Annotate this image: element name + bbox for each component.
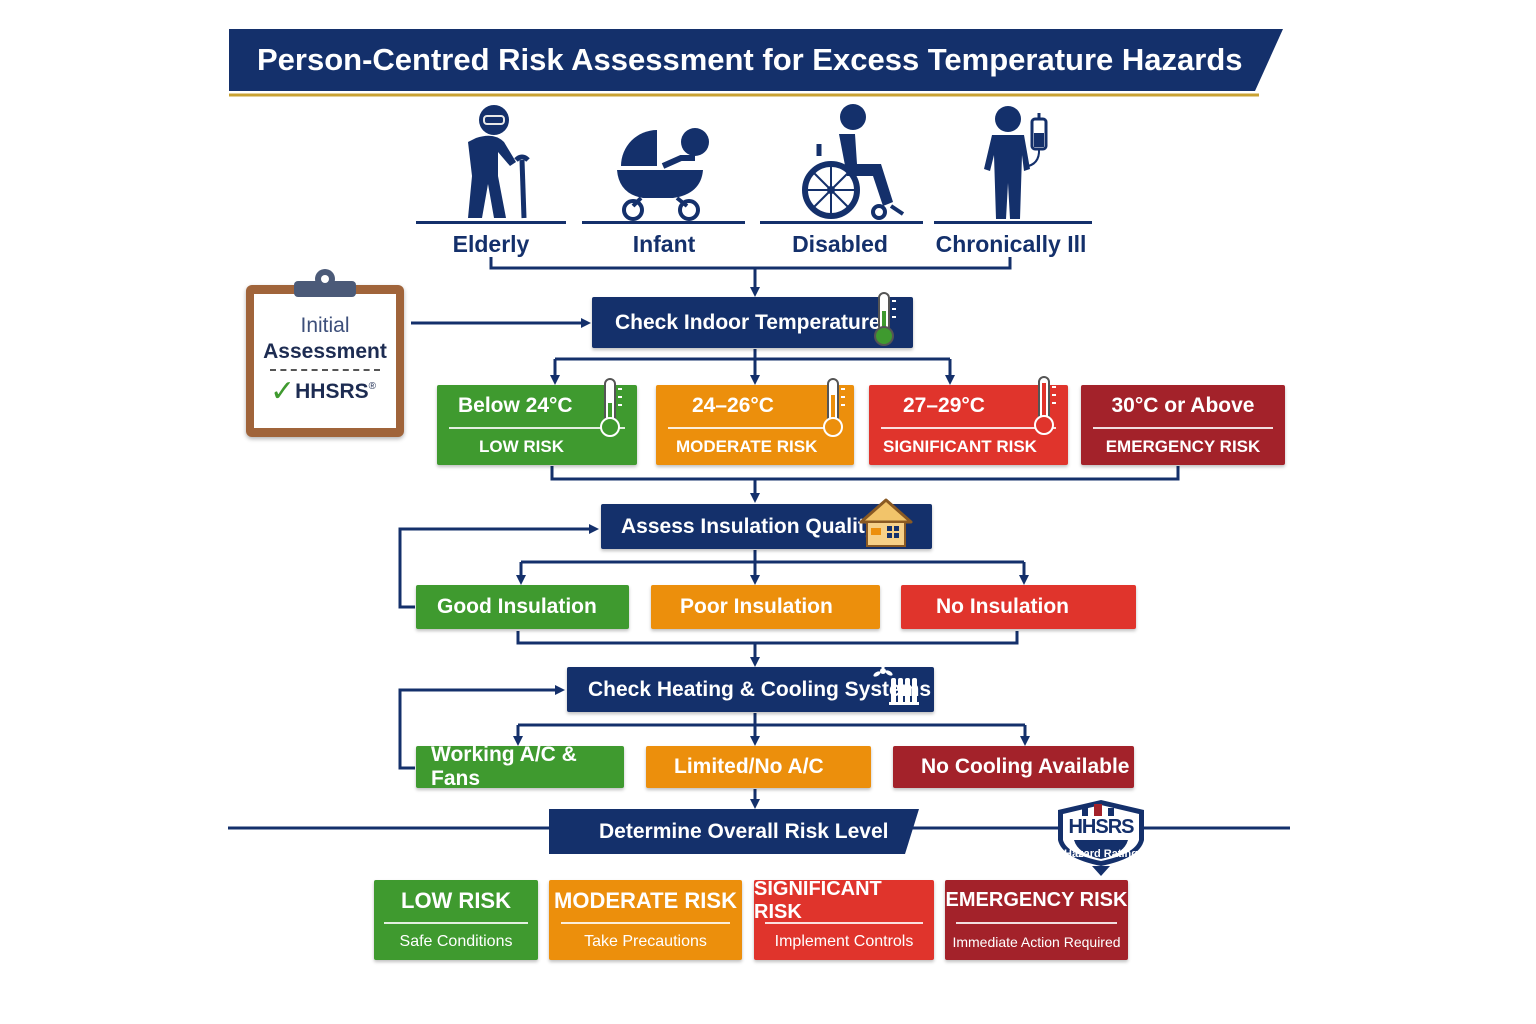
outcome-moderate-action: Take Precautions xyxy=(584,932,707,950)
hhsrs-check: ✓ HHSRS ® xyxy=(270,377,376,407)
temp-band-moderate: 24–26°C MODERATE RISK xyxy=(656,378,854,465)
outcome-emergency-risk: EMERGENCY RISK xyxy=(945,889,1128,912)
temp-band-emergency-rule xyxy=(1093,426,1273,429)
group-label-elderly: Elderly xyxy=(452,231,530,257)
temp-band-low-range: Below 24°C xyxy=(458,393,573,417)
thermometer-red-icon xyxy=(1034,376,1056,435)
step-check-heating-cooling: Check Heating & Cooling Systems xyxy=(567,662,934,712)
clipboard-divider xyxy=(270,369,380,371)
temp-band-significant-range: 27–29°C xyxy=(903,393,985,417)
title-banner-shape xyxy=(229,29,1283,97)
initial-assessment-clipboard: Initial Assessment ✓ HHSRS ® xyxy=(246,269,404,437)
temp-band-emergency-risk: EMERGENCY RISK xyxy=(1105,436,1261,456)
insulation-good-label: Good Insulation xyxy=(437,595,597,618)
outcome-significant-risk: SIGNIFICANT RISK xyxy=(754,877,882,923)
thermometer-orange-icon xyxy=(823,378,845,437)
step-assess-insulation-label: Assess Insulation Quality xyxy=(621,514,877,538)
title-banner: Person-Centred Risk Assessment for Exces… xyxy=(229,29,1283,97)
group-label-disabled: Disabled xyxy=(792,231,888,257)
temp-band-significant: 27–29°C SIGNIFICANT RISK xyxy=(869,376,1068,465)
elderly-person-icon xyxy=(468,105,530,219)
shield-icon xyxy=(1058,800,1144,876)
step-check-temperature-label: Check Indoor Temperature xyxy=(615,310,881,334)
clipboard-line2: Assessment xyxy=(263,340,387,363)
outcome-emergency-rule xyxy=(955,921,1118,924)
wheelchair-user-icon xyxy=(802,104,905,220)
temp-band-low-rule xyxy=(449,426,625,429)
clipboard-paper xyxy=(254,294,396,428)
outcome-significant: SIGNIFICANT RISK Implement Controls xyxy=(754,877,934,960)
elderly-underline xyxy=(416,221,566,224)
temp-band-moderate-range: 24–26°C xyxy=(692,393,774,417)
temp-band-low: Below 24°C LOW RISK xyxy=(437,378,637,465)
outcome-low-risk: LOW RISK xyxy=(401,887,511,913)
temp-band-low-risk: LOW RISK xyxy=(479,436,564,456)
outcome-low-rule xyxy=(383,921,529,924)
clipboard-line1: Initial xyxy=(300,314,350,337)
temp-band-significant-rule xyxy=(880,426,1057,429)
thermometer-green-icon xyxy=(874,292,896,346)
cooling-limited-label: Limited/No A/C xyxy=(674,755,824,778)
hhsrs-badge-name: HHSRS xyxy=(1068,816,1134,838)
cooling-limited: Limited/No A/C xyxy=(646,746,871,788)
step-determine-overall-label: Determine Overall Risk Level xyxy=(599,820,889,843)
page-title: Person-Centred Risk Assessment for Exces… xyxy=(257,42,1243,77)
outcome-moderate-rule xyxy=(560,921,731,924)
insulation-poor-label: Poor Insulation xyxy=(680,595,833,618)
cooling-working: Working A/C & Fans xyxy=(416,743,624,790)
hhsrs-badge-caption: Hazard Rating xyxy=(1064,848,1138,860)
step-assess-insulation: Assess Insulation Quality xyxy=(601,498,932,549)
house-icon xyxy=(859,498,913,547)
outcome-low: LOW RISK Safe Conditions xyxy=(374,880,538,960)
outcome-emergency-action: Immediate Action Required xyxy=(952,933,1121,950)
radiator-fan-icon xyxy=(873,662,919,705)
step-determine-overall: Determine Overall Risk Level xyxy=(549,809,919,854)
overall-banner-shape xyxy=(549,809,919,854)
outcome-significant-rule xyxy=(764,921,924,924)
disabled-underline xyxy=(760,221,923,224)
thermometer-green-icon xyxy=(600,378,622,437)
insulation-poor: Poor Insulation xyxy=(651,585,880,629)
temp-band-moderate-risk: MODERATE RISK xyxy=(676,436,818,456)
hhsrs-hazard-rating-badge: HHSRS Hazard Rating xyxy=(1054,796,1148,878)
temp-band-moderate-rule xyxy=(667,426,843,429)
chronically-ill-underline xyxy=(934,221,1092,224)
group-label-infant: Infant xyxy=(632,231,696,257)
outcome-low-action: Safe Conditions xyxy=(399,932,513,950)
registered-mark: ® xyxy=(368,381,377,392)
cooling-working-label: Working A/C & Fans xyxy=(431,743,577,790)
outcome-moderate: MODERATE RISK Take Precautions xyxy=(549,880,742,960)
clipboard-clip-icon xyxy=(294,269,356,297)
outcome-emergency: EMERGENCY RISK Immediate Action Required xyxy=(945,880,1128,960)
cooling-none: No Cooling Available xyxy=(893,746,1134,788)
iv-drip-patient-icon xyxy=(984,106,1048,219)
temp-band-significant-risk: SIGNIFICANT RISK xyxy=(883,436,1037,456)
insulation-none: No Insulation xyxy=(901,585,1136,629)
temp-band-emergency-range: 30°C or Above xyxy=(1111,393,1255,417)
outcome-moderate-risk: MODERATE RISK xyxy=(554,887,737,913)
insulation-good: Good Insulation xyxy=(416,585,629,629)
outcome-significant-action: Implement Controls xyxy=(774,932,914,950)
cooling-none-label: No Cooling Available xyxy=(921,755,1130,778)
clipboard-badge: HHSRS xyxy=(295,380,369,403)
step-check-heating-cooling-label: Check Heating & Cooling Systems xyxy=(588,677,932,701)
checkmark-icon: ✓ xyxy=(270,375,296,408)
infant-underline xyxy=(582,221,745,224)
temp-band-emergency: 30°C or Above EMERGENCY RISK xyxy=(1081,385,1285,465)
insulation-none-label: No Insulation xyxy=(936,595,1069,618)
group-label-chronically-ill: Chronically Ill xyxy=(935,231,1087,257)
baby-pram-icon xyxy=(617,128,709,221)
step-check-temperature: Check Indoor Temperature xyxy=(592,292,913,348)
